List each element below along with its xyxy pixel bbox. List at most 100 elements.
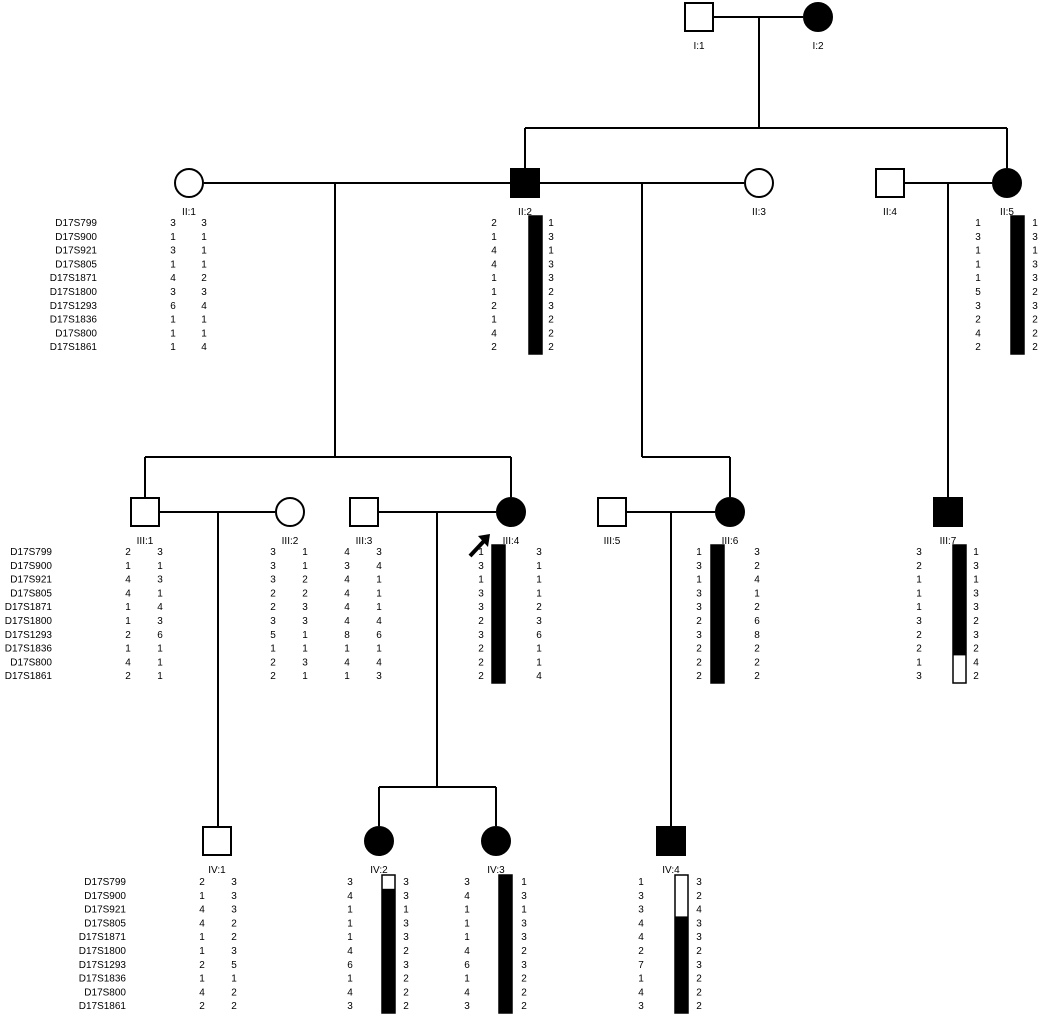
- haplotype-bar-segment: [499, 971, 512, 986]
- marker-label: D17S800: [55, 328, 97, 339]
- haplotype-bar: [952, 544, 967, 684]
- allele-right: 3: [231, 946, 237, 957]
- haplotype-bar: [674, 874, 689, 1014]
- allele-left: 1: [464, 932, 470, 943]
- haplotype-bar-segment: [675, 957, 688, 972]
- allele-left: 1: [491, 287, 497, 298]
- allele-left: 6: [170, 301, 176, 312]
- marker-label-column-gen-iii: D17S799D17S900D17S921D17S805D17S1871D17S…: [5, 547, 53, 682]
- allele-left: 4: [125, 575, 131, 586]
- allele-right: 3: [1032, 232, 1038, 243]
- allele-right: 1: [548, 218, 554, 229]
- marker-label: D17S921: [10, 575, 52, 586]
- allele-left: 1: [464, 974, 470, 985]
- allele-left: 2: [696, 644, 702, 655]
- allele-left: 4: [344, 588, 350, 599]
- marker-label: D17S900: [84, 891, 126, 902]
- allele-left: 1: [464, 918, 470, 929]
- allele-right: 2: [403, 974, 409, 985]
- allele-right: 4: [754, 575, 760, 586]
- allele-left: 3: [638, 1001, 644, 1012]
- individual-label: III:1: [137, 536, 154, 547]
- allele-left: 1: [491, 273, 497, 284]
- haplotype-bar-segment: [711, 572, 724, 587]
- female-symbol-iv-3: [481, 826, 511, 856]
- allele-left: 2: [916, 644, 922, 655]
- haplotype-bar-segment: [499, 999, 512, 1014]
- allele-right: 4: [973, 657, 979, 668]
- haplotype-bar-segment: [382, 944, 395, 959]
- individual-label: II:2: [518, 207, 532, 218]
- allele-right: 3: [302, 616, 308, 627]
- allele-right: 3: [403, 877, 409, 888]
- allele-right: 2: [754, 602, 760, 613]
- allele-left: 3: [270, 575, 276, 586]
- allele-right: 2: [696, 1001, 702, 1012]
- haplotype-bar-segment: [499, 957, 512, 972]
- female-symbol-ii-3: [744, 168, 774, 198]
- haplotype-bar-segment: [529, 229, 542, 244]
- allele-left: 4: [491, 259, 497, 270]
- haplotype-bar-segment: [492, 572, 505, 587]
- individual-label: III:5: [604, 536, 621, 547]
- allele-left: 2: [199, 1001, 205, 1012]
- allele-left: 1: [347, 918, 353, 929]
- male-symbol-iii-7: [933, 497, 963, 527]
- haplotype-bar-segment: [1011, 257, 1024, 272]
- allele-right: 3: [548, 232, 554, 243]
- allele-left: 4: [491, 246, 497, 257]
- allele-right: 5: [231, 960, 237, 971]
- allele-left: 1: [199, 946, 205, 957]
- allele-right: 1: [754, 588, 760, 599]
- marker-label: D17S799: [55, 218, 97, 229]
- allele-left: 2: [491, 218, 497, 229]
- haplotype-bar-segment: [953, 558, 966, 573]
- allele-left: 2: [270, 602, 276, 613]
- allele-right: 1: [157, 561, 163, 572]
- haplotype-bar-segment: [492, 669, 505, 684]
- haplotype-bar-segment: [499, 944, 512, 959]
- allele-left: 4: [344, 657, 350, 668]
- allele-left: 1: [464, 905, 470, 916]
- allele-left: 3: [270, 616, 276, 627]
- allele-left: 1: [916, 575, 922, 586]
- pedigree-symbols: [130, 2, 1022, 856]
- marker-label: D17S1871: [79, 932, 127, 943]
- allele-right: 4: [376, 616, 382, 627]
- marker-label: D17S1861: [79, 1001, 127, 1012]
- individual-label: II:3: [752, 207, 766, 218]
- marker-label: D17S805: [10, 588, 52, 599]
- allele-left: 1: [975, 259, 981, 270]
- individual-label: IV:2: [370, 865, 388, 876]
- haplotype-bar-segment: [382, 888, 395, 903]
- haplotype-bar-segment: [675, 888, 688, 903]
- allele-right: 3: [536, 547, 542, 558]
- allele-left: 2: [696, 671, 702, 682]
- allele-left: 4: [347, 946, 353, 957]
- allele-left: 2: [125, 630, 131, 641]
- male-symbol-iii-5: [597, 497, 627, 527]
- individual-label: II:4: [883, 207, 897, 218]
- allele-right: 2: [548, 315, 554, 326]
- allele-left: 1: [125, 616, 131, 627]
- haplotype-bar-segment: [711, 545, 724, 560]
- allele-left: 6: [464, 960, 470, 971]
- allele-right: 2: [536, 602, 542, 613]
- allele-right: 3: [973, 561, 979, 572]
- allele-left: 3: [696, 561, 702, 572]
- marker-label: D17S800: [84, 987, 126, 998]
- allele-left: 4: [344, 547, 350, 558]
- allele-right: 1: [231, 974, 237, 985]
- allele-right: 3: [754, 547, 760, 558]
- allele-left: 4: [125, 588, 131, 599]
- allele-left: 2: [478, 644, 484, 655]
- allele-left: 1: [199, 891, 205, 902]
- allele-left: 3: [170, 218, 176, 229]
- allele-right: 1: [201, 246, 207, 257]
- allele-right: 1: [376, 644, 382, 655]
- haplotype-bar-segment: [675, 971, 688, 986]
- allele-left: 3: [170, 287, 176, 298]
